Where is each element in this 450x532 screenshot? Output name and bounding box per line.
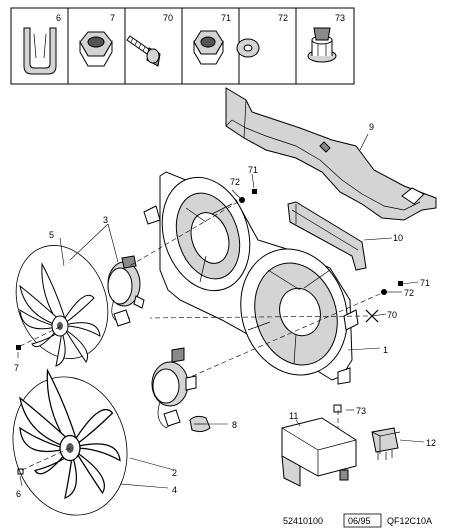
washer-icon	[236, 38, 260, 58]
plate-code: QF12C10A	[387, 516, 432, 526]
footer: 52410100 06/95 QF12C10A	[283, 513, 432, 528]
nut-71-top-icon	[252, 189, 257, 194]
assembly-lines	[19, 201, 381, 471]
fan-shroud	[143, 171, 359, 385]
legend-cell-73: 73	[335, 13, 345, 23]
callout-5: 5	[49, 230, 54, 240]
legend-cell-70: 70	[163, 13, 173, 23]
doc-number: 52410100	[283, 516, 323, 526]
callout-72-top: 72	[230, 177, 240, 187]
upper-fan-blade	[15, 245, 109, 367]
callout-10: 10	[393, 233, 403, 243]
date-box: 06/95	[348, 516, 371, 526]
callout-71-top: 71	[248, 165, 258, 175]
rivet-73-icon	[333, 404, 342, 413]
fastener-legend: 6 7 70 71 72 73	[10, 7, 355, 85]
callout-7: 7	[14, 363, 19, 373]
callout-12: 12	[426, 438, 436, 448]
retaining-clip	[189, 415, 211, 433]
callout-9: 9	[369, 122, 374, 132]
plastic-rivet-icon	[307, 27, 337, 63]
leader-lines	[17, 133, 425, 489]
fastener-marks	[16, 189, 403, 475]
callout-72-right: 72	[404, 288, 414, 298]
legend-cell-71: 71	[221, 13, 231, 23]
washer-72-top-icon	[239, 197, 245, 203]
legend-cell-7: 7	[110, 13, 115, 23]
upper-fan-motor	[107, 255, 145, 327]
relay	[371, 427, 401, 460]
callout-71-right: 71	[420, 278, 430, 288]
lower-fan-motor	[151, 347, 197, 429]
callout-1: 1	[383, 345, 388, 355]
legend-cell-72: 72	[278, 13, 288, 23]
control-module	[281, 417, 357, 487]
callouts: 1 2 3 4 5 6 7 8 9 10 11 12 70 71 71 72 7…	[14, 122, 436, 499]
spring-clip-icon	[23, 27, 57, 75]
callout-70: 70	[387, 310, 397, 320]
callout-3: 3	[103, 215, 108, 225]
legend-cell-6: 6	[56, 13, 61, 23]
nut-7-icon	[16, 345, 21, 350]
flange-nut-icon	[193, 30, 224, 65]
callout-11: 11	[289, 411, 298, 421]
hex-nut-icon	[79, 31, 113, 67]
callout-4: 4	[172, 485, 177, 495]
screw-icon	[126, 35, 161, 67]
callout-6: 6	[16, 489, 21, 499]
callout-2: 2	[172, 468, 177, 478]
date-box-frame	[343, 513, 382, 528]
upper-crossmember	[225, 87, 437, 221]
side-deflector	[287, 201, 367, 271]
washer-72-right-icon	[381, 289, 387, 295]
lower-fan-blade	[12, 368, 128, 516]
nut-71-right-icon	[398, 281, 403, 286]
callout-73: 73	[356, 406, 366, 416]
callout-8: 8	[232, 420, 237, 430]
clip-6-icon	[17, 468, 24, 475]
